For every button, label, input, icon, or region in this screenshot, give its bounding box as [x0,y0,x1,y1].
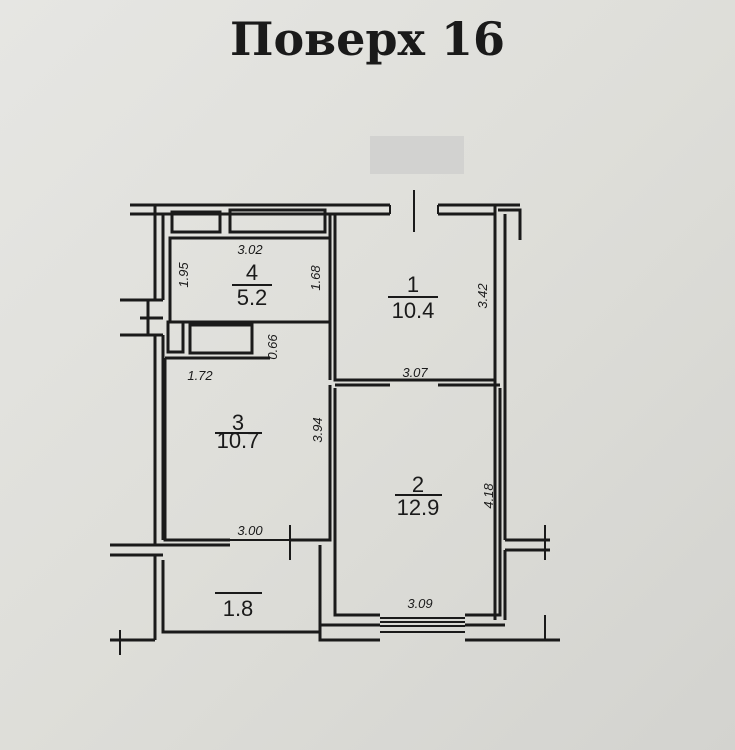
room-4: 3.02 1.95 1.68 0.66 4 5.2 [176,242,323,360]
svg-text:1.72: 1.72 [187,368,213,383]
svg-text:1.8: 1.8 [223,596,254,621]
svg-text:5.2: 5.2 [237,285,268,310]
svg-text:4.18: 4.18 [481,483,496,509]
room-2: 2 12.9 4.18 3.09 [395,472,496,611]
svg-text:10.4: 10.4 [392,298,435,323]
svg-text:1.68: 1.68 [308,265,323,291]
svg-text:3.94: 3.94 [310,417,325,442]
svg-text:3: 3 [232,410,244,435]
room-3: 1.72 3.94 3.00 3 10.7 [187,368,325,538]
svg-text:3.09: 3.09 [407,596,432,611]
balcony: 1.8 [215,592,262,621]
floor-title: Поверх 16 [230,12,505,66]
svg-text:12.9: 12.9 [397,495,440,520]
svg-text:3.07: 3.07 [402,365,428,380]
room-1: 1 10.4 3.42 3.07 [388,272,490,380]
svg-text:0.66: 0.66 [265,334,280,360]
walls [110,190,560,655]
svg-text:2: 2 [412,472,424,497]
svg-text:1: 1 [407,272,419,297]
svg-text:1.95: 1.95 [176,262,191,288]
svg-text:3.02: 3.02 [237,242,263,257]
svg-text:10.7: 10.7 [217,428,260,453]
svg-text:3.42: 3.42 [475,283,490,309]
svg-text:4: 4 [246,260,258,285]
redacted-area [370,136,464,174]
svg-text:3.00: 3.00 [237,523,263,538]
